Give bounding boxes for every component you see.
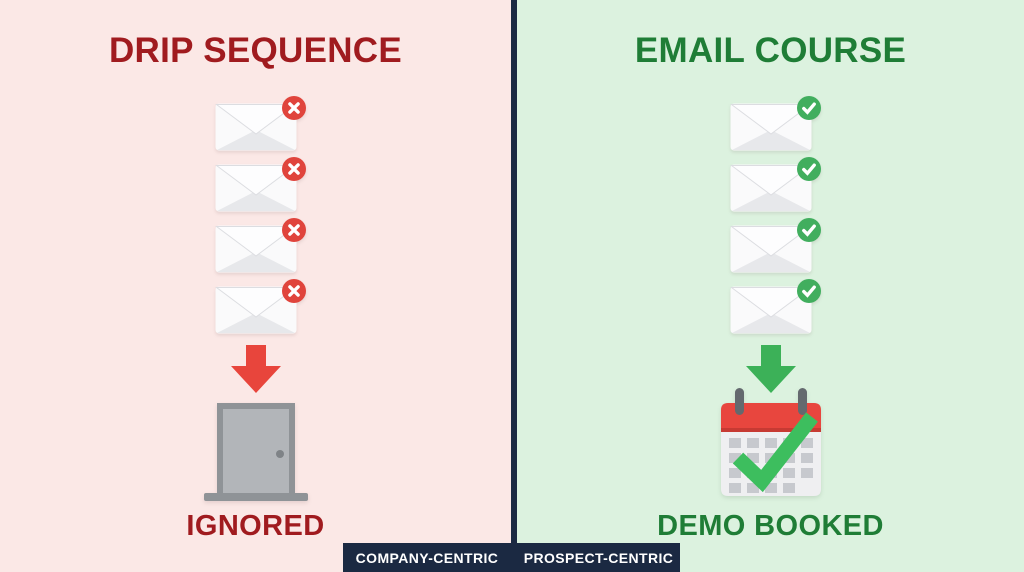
email-course-panel: EMAIL COURSE [517,0,1024,572]
left-envelope-stack [214,96,306,334]
check-circle-icon [796,279,821,303]
arrow-down-icon [230,345,281,393]
x-circle-icon [281,218,306,242]
calendar-check-icon [720,388,821,496]
email-envelope [729,218,821,273]
right-result-label: DEMO BOOKED [657,510,884,542]
envelope-icon [214,286,297,334]
right-envelope-stack [729,96,821,334]
check-mark-icon [732,412,818,493]
email-envelope [729,96,821,151]
email-envelope [214,96,306,151]
email-envelope [729,157,821,212]
check-circle-icon [796,96,821,120]
envelope-icon [214,225,297,273]
check-circle-icon [796,218,821,242]
envelope-icon [214,164,297,212]
email-envelope [729,279,821,334]
email-envelope [214,279,306,334]
left-panel-title: DRIP SEQUENCE [108,31,403,70]
envelope-icon [214,103,297,151]
x-circle-icon [281,157,306,181]
drip-sequence-panel: DRIP SEQUENCE [0,0,511,572]
envelope-icon [729,286,812,334]
email-envelope [214,157,306,212]
right-panel-title: EMAIL COURSE [634,31,907,70]
door-icon [203,403,308,501]
footer-comparison-bar: COMPANY-CENTRIC PROSPECT-CENTRIC [343,543,680,572]
x-circle-icon [281,279,306,303]
arrow-down-icon [745,345,796,393]
check-circle-icon [796,157,821,181]
panel-divider [511,0,517,572]
envelope-icon [729,103,812,151]
left-result-label: IGNORED [186,510,325,542]
envelope-icon [729,164,812,212]
footer-right-label: PROSPECT-CENTRIC [523,549,674,566]
email-envelope [214,218,306,273]
envelope-icon [729,225,812,273]
footer-left-label: COMPANY-CENTRIC [355,549,499,566]
x-circle-icon [281,96,306,120]
